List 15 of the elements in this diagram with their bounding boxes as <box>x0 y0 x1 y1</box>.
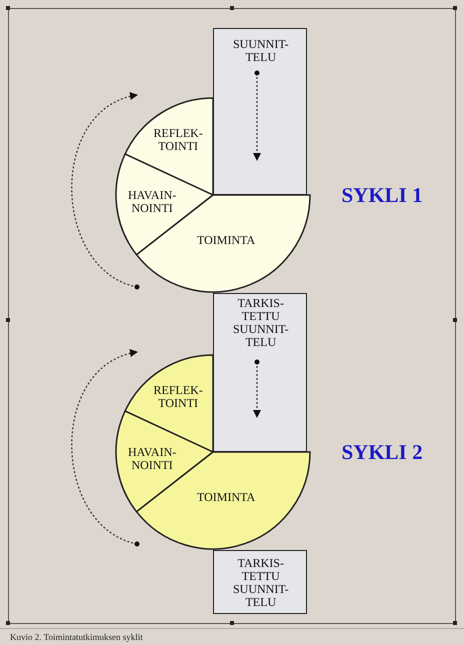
box-label: TARKIS- TETTU SUUNNIT- TELU <box>233 557 289 609</box>
slice-label: TOIMINTA <box>197 490 256 504</box>
cycle-label: SYKLI 2 <box>342 440 423 464</box>
slice-label: HAVAIN- NOINTI <box>128 446 176 472</box>
slice-label: REFLEK- TOINTI <box>154 384 203 410</box>
column-segment <box>213 293 307 452</box>
box-label: SUUNNIT- TELU <box>233 38 289 64</box>
slice-label: HAVAIN- NOINTI <box>128 189 176 215</box>
cycle-label: SYKLI 1 <box>342 182 423 208</box>
box-label: TARKIS- TETTU SUUNNIT- TELU <box>233 297 289 349</box>
column-segment <box>213 28 307 195</box>
column-segment <box>213 550 307 614</box>
slice-label: TOIMINTA <box>197 234 256 246</box>
figure-caption: Kuvio 2. Toimintatutkimuksen syklit <box>10 632 143 642</box>
slice-label: REFLEK- TOINTI <box>154 127 203 153</box>
